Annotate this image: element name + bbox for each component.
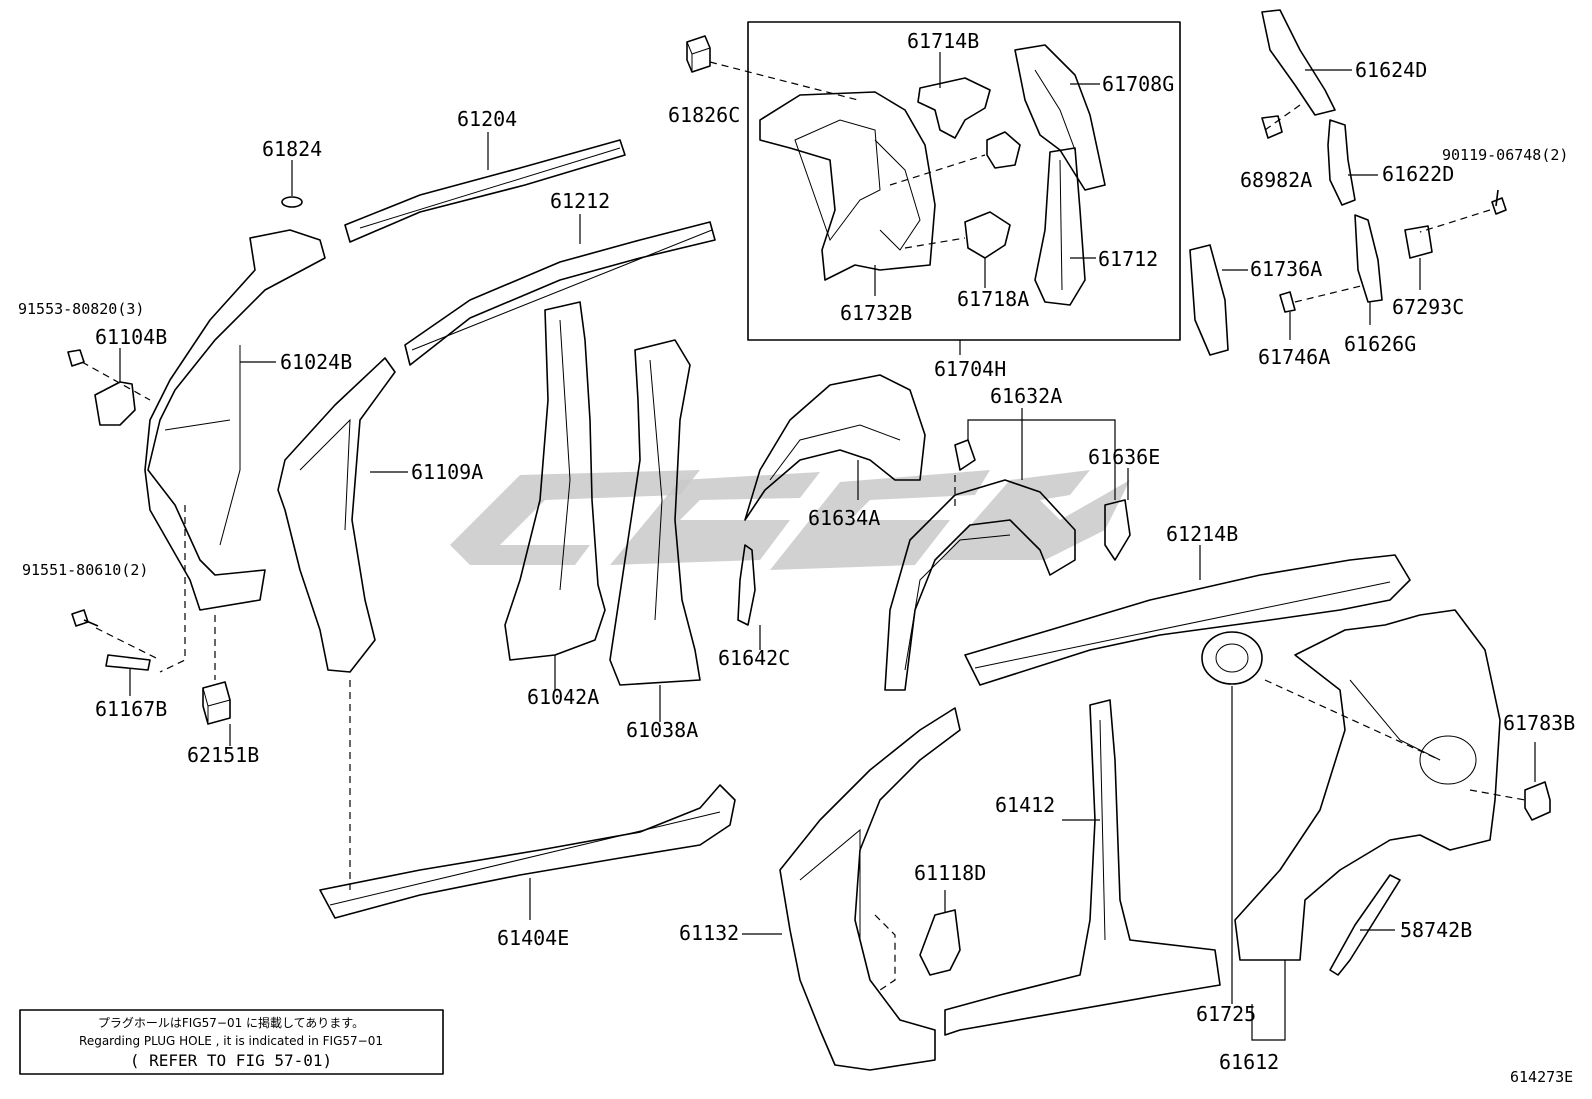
- part-61038a: [609, 339, 701, 686]
- part-61132: [779, 707, 961, 1071]
- label-61214b: 61214B: [1166, 522, 1238, 546]
- part-61708g: [1014, 44, 1106, 191]
- part-90119-bolt: [1491, 189, 1507, 215]
- label-61642c: 61642C: [718, 646, 790, 670]
- label-61718a: 61718A: [957, 287, 1029, 311]
- part-61212: [404, 221, 716, 366]
- part-61826c: [686, 35, 711, 73]
- part-61718a: [964, 211, 1011, 259]
- label-61118d: 61118D: [914, 861, 986, 885]
- label-91553-80820: 91553-80820(3): [18, 300, 144, 318]
- label-61622d: 61622D: [1382, 162, 1454, 186]
- part-bracket-small: [986, 131, 1021, 169]
- part-61626g: [1354, 214, 1383, 303]
- part-61824: [281, 196, 303, 208]
- part-62151b: [202, 681, 231, 725]
- label-61783b: 61783B: [1503, 711, 1575, 735]
- reference-note-box: プラグホールはFIG57−01 に掲載してあります。 Regarding PLU…: [19, 1009, 444, 1075]
- part-91553-bolt: [67, 349, 85, 367]
- label-61109a: 61109A: [411, 460, 483, 484]
- part-68982a: [1261, 115, 1283, 139]
- part-61024b: [144, 229, 326, 611]
- label-61038a: 61038A: [626, 718, 698, 742]
- label-61624d: 61624D: [1355, 58, 1427, 82]
- label-61732b: 61732B: [840, 301, 912, 325]
- part-61746a: [1279, 291, 1296, 313]
- label-61824: 61824: [262, 137, 322, 161]
- leader-lines: [119, 52, 1536, 1041]
- label-61104b: 61104B: [95, 325, 167, 349]
- part-91551-bolt: [71, 609, 99, 627]
- label-68982a: 68982A: [1240, 168, 1312, 192]
- part-61714b: [917, 77, 991, 139]
- label-67293c: 67293C: [1392, 295, 1464, 319]
- note-line-japanese: プラグホールはFIG57−01 に掲載してあります。: [98, 1015, 364, 1030]
- part-61412: [944, 699, 1221, 1036]
- part-61783b: [1524, 781, 1551, 821]
- label-61708g: 61708G: [1102, 72, 1174, 96]
- part-61736a: [1189, 244, 1229, 356]
- label-61736a: 61736A: [1250, 257, 1322, 281]
- note-line-refer: ( REFER TO FIG 57-01): [130, 1051, 332, 1070]
- part-61167b: [105, 654, 151, 671]
- label-91551-80610: 91551-80610(2): [22, 561, 148, 579]
- part-61624d: [1261, 9, 1336, 116]
- part-61118d: [919, 909, 961, 976]
- label-61714b: 61714B: [907, 29, 979, 53]
- part-61642c: [737, 544, 756, 626]
- part-61732b: [759, 91, 936, 281]
- note-line-english: Regarding PLUG HOLE , it is indicated in…: [79, 1034, 383, 1048]
- label-61704h: 61704H: [934, 357, 1006, 381]
- part-58742b: [1329, 874, 1401, 976]
- label-61404e: 61404E: [497, 926, 569, 950]
- label-90119-06748: 90119-06748(2): [1442, 146, 1568, 164]
- part-61636e: [1104, 499, 1131, 561]
- label-61626g: 61626G: [1344, 332, 1416, 356]
- part-61404e: [319, 784, 736, 919]
- label-61167b: 61167B: [95, 697, 167, 721]
- label-61612: 61612: [1219, 1050, 1279, 1074]
- part-61612: [1234, 609, 1501, 961]
- watermark-logo: [450, 470, 1130, 570]
- label-61634a: 61634A: [808, 506, 880, 530]
- label-61632a: 61632A: [990, 384, 1062, 408]
- part-61214b: [964, 554, 1411, 686]
- label-61024b: 61024B: [280, 350, 352, 374]
- label-61212: 61212: [550, 189, 610, 213]
- label-61712: 61712: [1098, 247, 1158, 271]
- part-61042a: [504, 301, 606, 661]
- part-67293c: [1404, 225, 1433, 259]
- figure-code: 614273E: [1510, 1068, 1573, 1086]
- label-61132: 61132: [679, 921, 739, 945]
- part-61622d: [1327, 119, 1356, 206]
- part-61712: [1034, 147, 1086, 306]
- part-61632a: [884, 439, 1076, 691]
- label-61636e: 61636E: [1088, 445, 1160, 469]
- part-61725: [1201, 631, 1263, 685]
- label-58742b: 58742B: [1400, 918, 1472, 942]
- label-61826c: 61826C: [668, 103, 740, 127]
- label-61746a: 61746A: [1258, 345, 1330, 369]
- label-61204: 61204: [457, 107, 517, 131]
- part-61109a: [277, 357, 396, 673]
- label-61725: 61725: [1196, 1002, 1256, 1026]
- label-61042a: 61042A: [527, 685, 599, 709]
- label-61412: 61412: [995, 793, 1055, 817]
- label-62151b: 62151B: [187, 743, 259, 767]
- part-61634a: [744, 374, 926, 521]
- group-box-61704h: [747, 21, 1181, 341]
- part-61204: [344, 139, 626, 243]
